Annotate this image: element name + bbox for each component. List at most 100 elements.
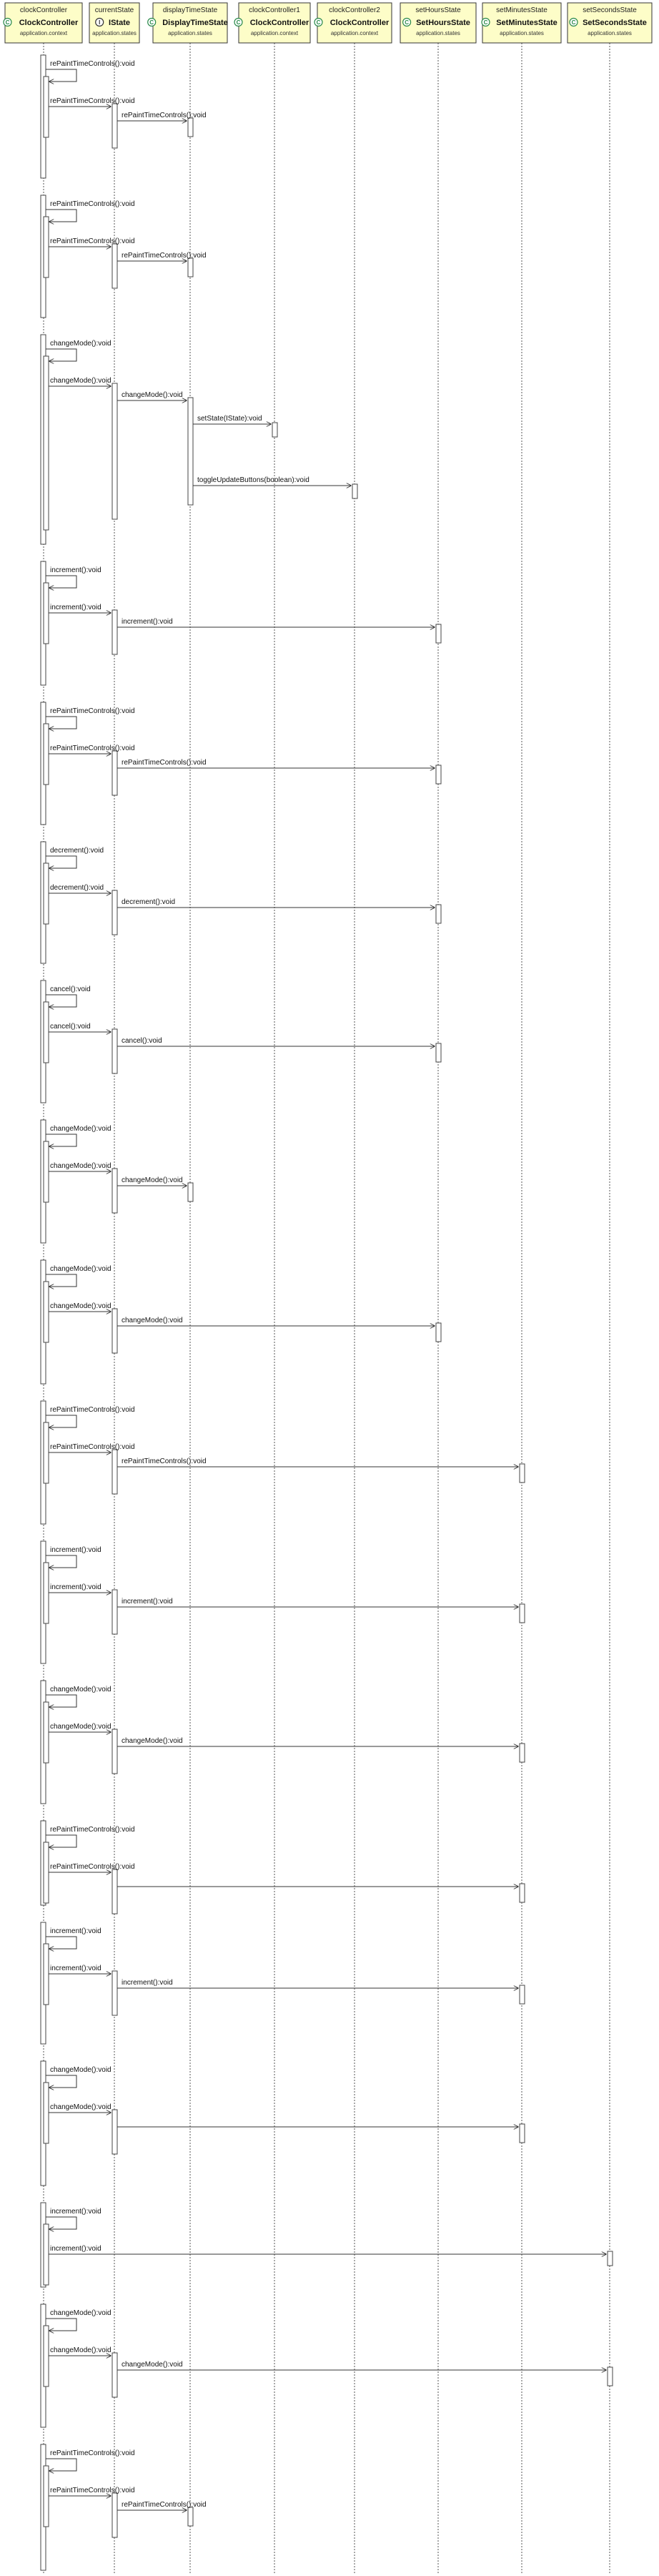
activation-clockController-nested [43,355,49,531]
interface-icon: I [95,17,104,27]
message-label: changeMode():void [50,1686,112,1693]
message-label: rePaintTimeControls():void [50,200,135,208]
message-label: rePaintTimeControls():void [50,97,135,105]
svg-text:C: C [572,19,576,26]
activation-displayTimeState [187,1182,194,1202]
svg-text:C: C [6,19,10,26]
activation-setMinutesState [519,1603,525,1623]
object-box [482,2,562,44]
class-icon: C [481,17,490,27]
object-clockController1[interactable]: clockController1ClockControllerCapplicat… [234,2,311,44]
svg-text:C: C [317,19,321,26]
object-box [400,2,477,44]
object-box [567,2,653,44]
self-message [46,69,77,82]
self-message [46,1555,77,1568]
message-label: rePaintTimeControls():void [50,1406,135,1414]
message-label: decrement():void [50,847,104,855]
activation-setSecondsState [607,2366,613,2386]
message-label: decrement():void [122,898,175,906]
self-message [46,2075,77,2088]
object-name: currentState [95,6,134,14]
object-clockController2[interactable]: clockController2ClockControllerCapplicat… [314,2,392,44]
activation-setHoursState [435,624,442,644]
activation-clockController-nested [43,2223,49,2286]
message-label: changeMode():void [122,1737,183,1745]
class-icon: C [147,17,157,27]
activation-setHoursState [435,904,442,924]
message-label: rePaintTimeControls():void [122,252,207,260]
object-name: clockController [20,6,68,14]
activation-currentState [112,1028,118,1074]
message-label: changeMode():void [122,2361,183,2369]
message-label: rePaintTimeControls():void [122,759,207,767]
activation-currentState [112,1449,118,1495]
message-label: rePaintTimeControls():void [122,112,207,119]
message-label: changeMode():void [50,2309,112,2317]
svg-text:I: I [99,19,100,26]
class-icon: C [314,17,323,27]
object-stereotype: application.states [500,30,544,36]
class-icon: C [234,17,243,27]
activation-displayTimeState [187,117,194,137]
activation-setMinutesState [519,1883,525,1903]
message-label: increment():void [50,1583,101,1591]
object-class: IState [109,19,130,27]
object-stereotype: application.context [251,30,299,36]
activation-currentState [112,1970,118,2016]
message-label: rePaintTimeControls():void [50,707,135,715]
self-message [46,1274,77,1287]
object-class: SetSecondsState [583,19,647,27]
class-icon: C [569,17,578,27]
activation-currentState [112,2492,118,2538]
object-name: setHoursState [415,6,461,14]
activation-currentState [112,383,118,520]
message-label: changeMode():void [50,1125,112,1133]
object-clockController[interactable]: clockControllerClockControllerCapplicati… [3,2,83,44]
self-message [46,1694,77,1707]
activation-setMinutesState [519,1985,525,2005]
message-label: rePaintTimeControls():void [50,60,135,68]
activation-currentState [112,1869,118,1914]
object-stereotype: application.states [92,30,137,36]
message-label: changeMode():void [50,340,112,348]
message-label: toggleUpdateButtons(boolean):void [197,476,309,484]
object-box [152,2,228,44]
message-label: changeMode():void [50,1723,112,1731]
activation-currentState [112,103,118,149]
message-label: increment():void [50,604,101,611]
class-icon: C [402,17,412,27]
activation-clockController-nested [43,216,49,278]
message-label: increment():void [50,566,101,574]
message-label: changeMode():void [50,2103,112,2111]
message-label: changeMode():void [50,2066,112,2074]
activation-setMinutesState [519,2123,525,2143]
object-setHoursState[interactable]: setHoursStateSetHoursStateCapplication.s… [400,2,477,44]
message-label: changeMode():void [50,2346,112,2354]
activation-clockController-nested [43,1141,49,1203]
message-label: changeMode():void [50,377,112,385]
activation-clockController2 [352,483,358,499]
activation-clockController1 [272,422,278,438]
object-box [4,2,83,44]
message-label: rePaintTimeControls():void [50,744,135,752]
activation-setMinutesState [519,1463,525,1483]
message-label: rePaintTimeControls():void [122,1457,207,1465]
self-message [46,1936,77,1949]
message-label: rePaintTimeControls():void [50,1863,135,1871]
activation-setHoursState [435,1043,442,1063]
object-name: clockController1 [249,6,300,14]
object-class: SetMinutesState [496,19,558,27]
object-displayTimeState[interactable]: displayTimeStateDisplayTimeStateCapplica… [147,2,228,44]
object-stereotype: application.context [331,30,379,36]
self-message [46,575,77,588]
activation-clockController-nested [43,1281,49,1343]
activation-clockController-nested [43,582,49,644]
object-setSecondsState[interactable]: setSecondsStateSetSecondsStateCapplicati… [567,2,653,44]
activation-clockController-nested [43,1842,49,1904]
activation-clockController-nested [43,76,49,138]
activation-currentState [112,2352,118,2398]
object-setMinutesState[interactable]: setMinutesStateSetMinutesStateCapplicati… [481,2,562,44]
